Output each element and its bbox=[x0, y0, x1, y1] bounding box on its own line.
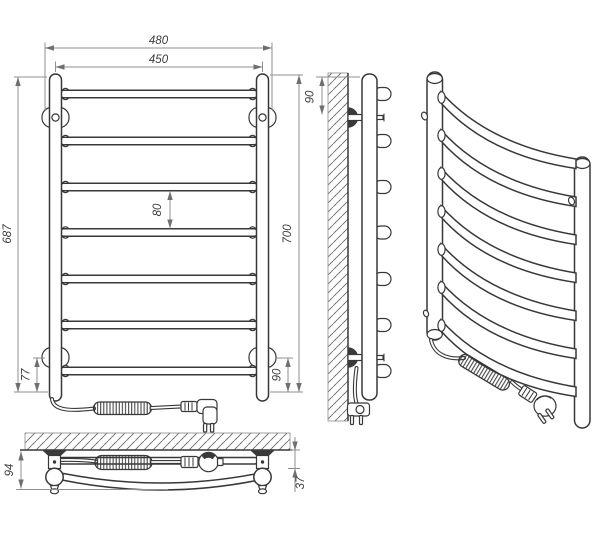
side-rung-bosses bbox=[373, 86, 392, 379]
plan-cord-plug bbox=[59, 451, 224, 473]
side-post bbox=[361, 73, 378, 401]
rung bbox=[59, 182, 259, 192]
perspective-view bbox=[420, 71, 591, 429]
dim-label-mount-width: 450 bbox=[149, 54, 169, 66]
dimension-700: 700 bbox=[282, 75, 302, 392]
persp-rung-caps bbox=[437, 91, 446, 332]
side-set-screws bbox=[376, 113, 385, 362]
dim-label-depth-total: 94 bbox=[4, 464, 16, 477]
dim-label-right-bottom: 90 bbox=[272, 368, 284, 381]
dim-label-side-top: 90 bbox=[305, 90, 317, 103]
dimension-90-front: 90 bbox=[272, 358, 291, 392]
bowed-rung-plan bbox=[58, 472, 263, 491]
extension-lines bbox=[14, 42, 360, 490]
rung bbox=[59, 274, 259, 284]
dim-label-depth-bow: 37 bbox=[295, 476, 307, 489]
side-cord-plug bbox=[346, 366, 371, 426]
rung bbox=[59, 320, 259, 330]
dimension-687: 687 bbox=[2, 77, 21, 392]
rung bbox=[59, 89, 259, 99]
wall-section-plan bbox=[24, 432, 291, 451]
cord-coil bbox=[92, 401, 153, 416]
bracket-hole bbox=[258, 113, 267, 122]
dimension-480: 480 bbox=[45, 35, 272, 51]
front-rungs bbox=[59, 87, 259, 378]
dimension-450: 450 bbox=[55, 54, 263, 70]
dimension-80: 80 bbox=[152, 191, 173, 229]
persp-rungs bbox=[437, 90, 577, 398]
dim-label-height-left: 687 bbox=[2, 224, 14, 244]
dimension-90-side: 90 bbox=[305, 77, 325, 115]
persp-far-post bbox=[573, 156, 591, 429]
rung bbox=[59, 366, 259, 376]
dimension-37: 37 bbox=[292, 437, 307, 492]
front-power-cord bbox=[50, 397, 218, 433]
rung bbox=[59, 228, 259, 237]
dim-label-height-right: 700 bbox=[282, 224, 294, 244]
rung bbox=[59, 136, 259, 146]
right-post bbox=[255, 73, 270, 402]
power-plug bbox=[180, 398, 218, 433]
left-post bbox=[48, 73, 63, 402]
front-view bbox=[41, 73, 277, 433]
dimensions: 480 450 687 700 80 77 bbox=[2, 35, 360, 492]
persp-cord-plug bbox=[429, 338, 557, 424]
dim-label-overall-width: 480 bbox=[149, 35, 169, 47]
plan-left-mount bbox=[42, 450, 67, 495]
plan-right-mount bbox=[250, 450, 275, 495]
persp-wall-clips bbox=[420, 111, 576, 318]
bracket-hole bbox=[51, 113, 60, 122]
bottom-view bbox=[20, 432, 292, 495]
side-bracket-top bbox=[347, 107, 363, 128]
wall-section bbox=[327, 72, 349, 422]
side-bracket-bottom bbox=[347, 347, 363, 368]
dim-label-left-bottom: 77 bbox=[21, 368, 33, 381]
dimension-77: 77 bbox=[21, 358, 40, 392]
persp-plug bbox=[518, 385, 557, 424]
dim-label-rung-gap: 80 bbox=[152, 203, 164, 216]
side-view bbox=[327, 72, 392, 426]
dimension-94: 94 bbox=[4, 451, 24, 489]
